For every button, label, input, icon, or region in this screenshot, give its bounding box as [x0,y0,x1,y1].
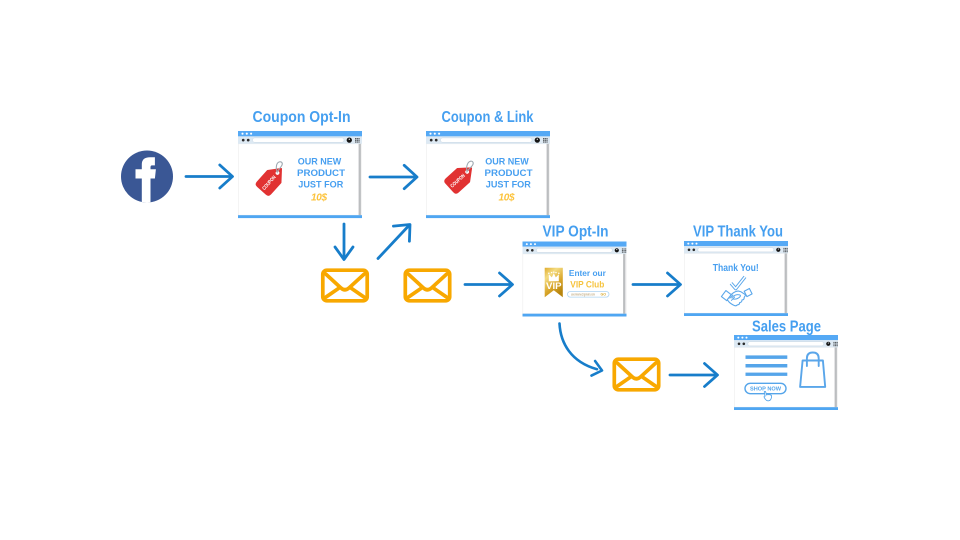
svg-text:PRODUCT: PRODUCT [297,168,346,178]
svg-text:Coupon & Link: Coupon & Link [442,109,534,126]
svg-text:Coupon Opt-In: Coupon Opt-In [253,109,351,126]
svg-text:Enter our: Enter our [569,268,607,278]
svg-text:JUST FOR: JUST FOR [298,180,343,190]
svg-text:10$: 10$ [311,193,327,204]
svg-text:Sales Page: Sales Page [752,319,821,336]
svg-text:SHOP NOW: SHOP NOW [750,387,782,393]
svg-text:OUR NEW: OUR NEW [298,156,342,166]
svg-text:OUR NEW: OUR NEW [485,156,529,166]
svg-text:10$: 10$ [499,193,515,204]
svg-text:VIP Thank You: VIP Thank You [693,224,783,241]
svg-text:GO: GO [601,293,607,297]
svg-text:VIP Opt-In: VIP Opt-In [543,224,609,241]
svg-text:VIP: VIP [546,281,562,292]
svg-text:JUST FOR: JUST FOR [486,180,531,190]
svg-text:VIP Club: VIP Club [570,279,604,289]
svg-text:username@gmail.com: username@gmail.com [571,293,595,297]
svg-text:PRODUCT: PRODUCT [485,168,534,178]
svg-text:Thank You!: Thank You! [713,263,759,274]
